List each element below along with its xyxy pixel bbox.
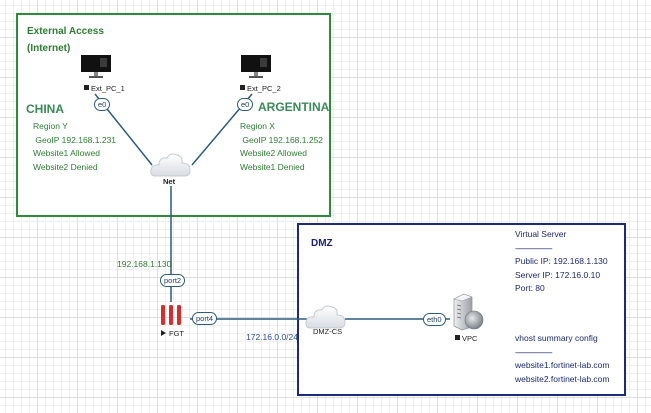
vhost-separator: -------------------- — [515, 346, 553, 357]
china-website-allowed: Website1 Allowed — [33, 148, 100, 158]
vhost-info: vhost summary config -------------------… — [515, 332, 610, 386]
ext-pc-2-label: Ext_PC_2 — [240, 84, 281, 93]
ext-pc-1-port-badge[interactable]: e0 — [94, 98, 111, 111]
play-icon — [161, 330, 166, 336]
net-label: Net — [163, 177, 176, 186]
fgt-label-text: FGT — [169, 329, 184, 338]
country-china: CHINA — [26, 102, 64, 116]
vhost-site-2: website2.fortinet-lab.com — [515, 373, 610, 384]
dmz-zone-title: DMZ — [311, 238, 333, 249]
argentina-website-denied: Website1 Denied — [240, 161, 305, 172]
status-square-icon — [240, 85, 245, 90]
net-cloud-icon[interactable] — [150, 150, 192, 180]
virtual-server-port: Port: 80 — [515, 283, 545, 293]
argentina-website-allowed: Website2 Allowed — [240, 148, 307, 158]
fgt-port2-badge[interactable]: port2 — [160, 274, 186, 287]
china-region: Region Y — [33, 121, 68, 131]
dmz-cs-label: DMZ-CS — [313, 327, 343, 336]
vpc-label: VPC — [455, 334, 477, 343]
server-icon[interactable] — [450, 293, 484, 331]
vhost-title: vhost summary config — [515, 333, 598, 343]
virtual-server-server-ip: Server IP: 172.16.0.10 — [515, 269, 601, 280]
argentina-geoip: GeoIP 192.168.1.252 — [240, 134, 324, 145]
china-info: Region Y GeoIP 192.168.1.231 Website1 Al… — [33, 120, 116, 174]
external-zone-title-line1: External Access — [27, 26, 104, 37]
virtual-server-info: Virtual Server -------------------- Publ… — [515, 228, 608, 296]
status-square-icon — [84, 85, 89, 90]
external-access-zone — [16, 13, 331, 217]
virtual-server-public-ip: Public IP: 192.168.1.130 — [515, 256, 608, 266]
firewall-icon[interactable] — [160, 304, 182, 326]
ext-pc-1-label: Ext_PC_1 — [84, 84, 125, 93]
virtual-server-separator: -------------------- — [515, 242, 553, 253]
monitor-icon — [81, 55, 111, 78]
fgt-wan-ip: 192.168.1.130 — [117, 259, 172, 269]
ext-pc-2-port-badge[interactable]: e0 — [237, 98, 254, 111]
vpc-eth0-badge[interactable]: eth0 — [423, 313, 446, 326]
fgt-port4-badge[interactable]: port4 — [192, 312, 218, 325]
ext-pc-1-label-text: Ext_PC_1 — [91, 84, 125, 93]
virtual-server-title: Virtual Server — [515, 229, 567, 239]
country-argentina: ARGENTINA — [258, 100, 330, 114]
china-geoip: GeoIP 192.168.1.231 — [33, 134, 117, 145]
dmz-cs-cloud-icon[interactable] — [305, 302, 347, 332]
monitor-icon — [241, 55, 271, 78]
china-website-denied: Website2 Denied — [33, 161, 98, 172]
ext-pc-2-label-text: Ext_PC_2 — [247, 84, 281, 93]
vhost-site-1: website1.fortinet-lab.com — [515, 360, 610, 370]
argentina-region: Region X — [240, 121, 275, 131]
external-zone-title: External Access (Internet) — [27, 23, 104, 57]
vpc-label-text: VPC — [462, 334, 478, 343]
fgt-label: FGT — [161, 329, 184, 338]
ext-pc-1-node[interactable] — [80, 54, 112, 85]
dmz-subnet-label: 172.16.0.0/24 — [246, 332, 298, 342]
argentina-info: Region X GeoIP 192.168.1.252 Website2 Al… — [240, 120, 323, 174]
external-zone-title-line2: (Internet) — [27, 43, 71, 54]
ext-pc-2-node[interactable] — [240, 54, 272, 85]
status-square-icon — [455, 335, 460, 340]
